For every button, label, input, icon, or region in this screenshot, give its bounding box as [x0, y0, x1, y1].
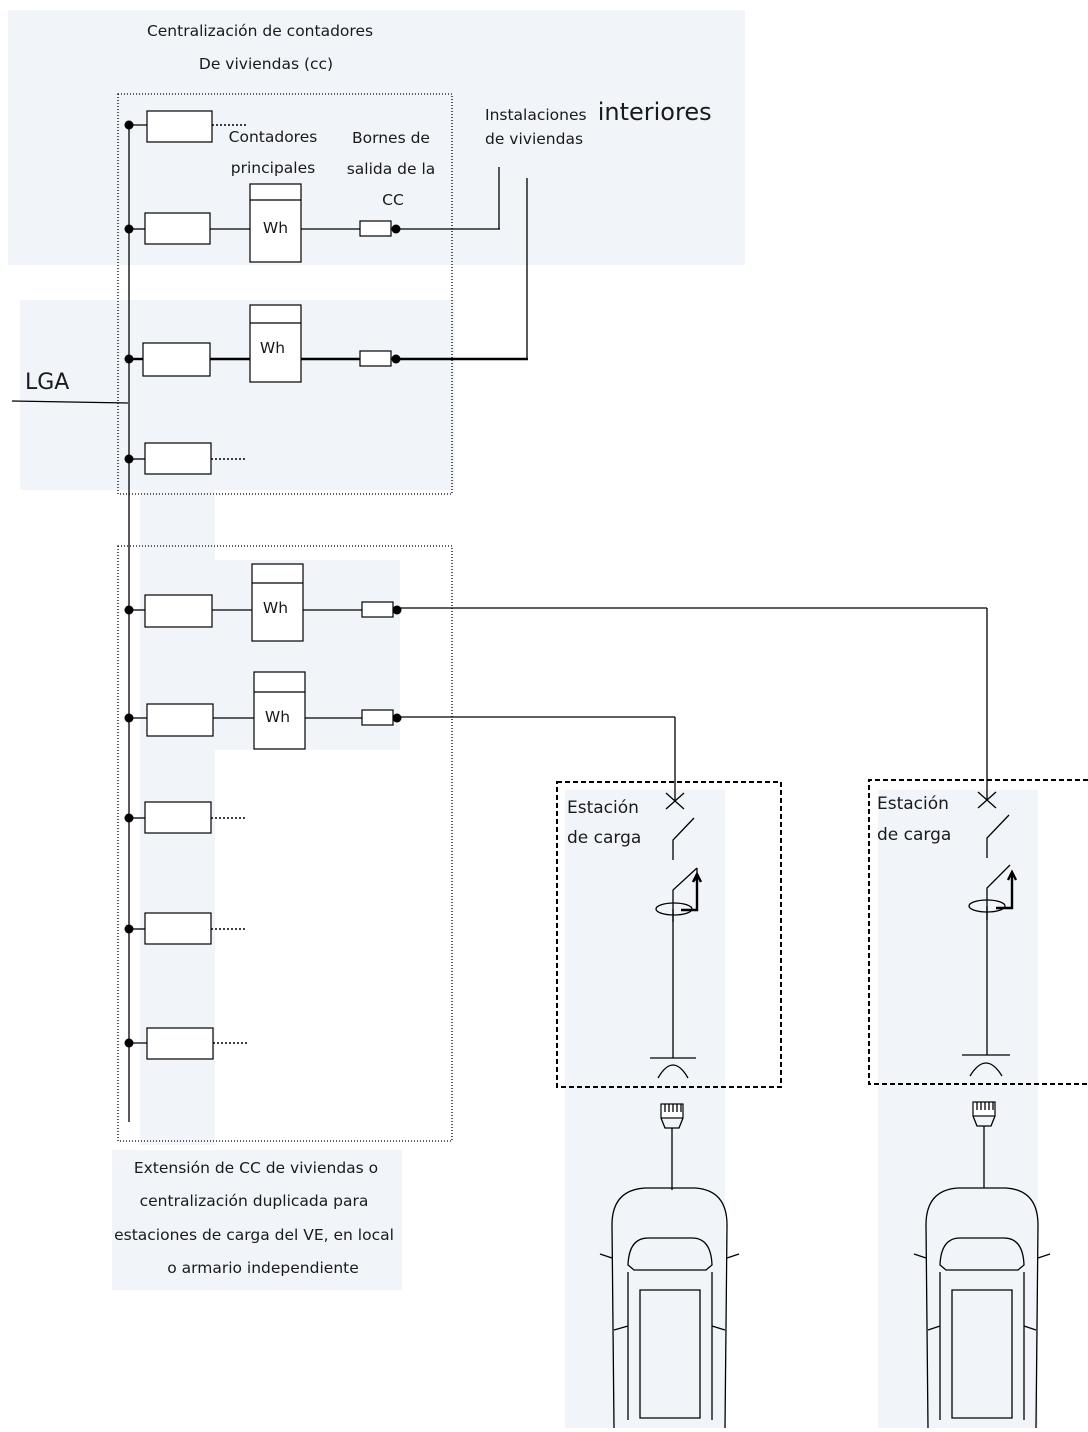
cc-title-line1: Centralización de contadores — [147, 22, 373, 40]
car-body-icon — [925, 1187, 1039, 1429]
bornes-line3: CC — [382, 191, 404, 209]
terminal-icon — [361, 709, 394, 726]
extension-caption-line1: Extensión de CC de viviendas o — [134, 1159, 378, 1177]
trip-arrow-icon — [996, 869, 1018, 910]
fuse-icon — [144, 442, 212, 475]
fuse-icon — [146, 1027, 214, 1060]
charging-station-1 — [556, 781, 782, 1088]
bornes-line1: Bornes de — [352, 129, 430, 147]
switch-icon — [986, 814, 1010, 858]
terminal-icon — [359, 350, 392, 367]
meter-icon — [249, 304, 302, 383]
bornes-line2: salida de la — [347, 160, 436, 178]
plug-icon — [660, 1103, 684, 1119]
fuse-icon — [144, 801, 212, 834]
station-1-line2: de carga — [567, 828, 641, 848]
socket-icon — [657, 1064, 689, 1079]
lga-feeder-line — [11, 400, 129, 404]
background-panels — [8, 10, 1038, 1428]
station-1-line1: Estación — [567, 798, 639, 818]
meter-icon — [249, 183, 302, 263]
interiores-title: Instalaciones interiores — [485, 98, 712, 126]
windshield-icon — [627, 1237, 713, 1271]
ve-row-2: Wh — [124, 671, 676, 800]
plug-2 — [972, 1101, 996, 1188]
cc-row-1 — [124, 110, 247, 143]
cc-viviendas-enclosure — [117, 93, 453, 495]
meter-label: Wh — [263, 599, 288, 617]
rcd-core-icon — [655, 902, 693, 916]
terminal-icon — [361, 601, 394, 618]
car-body-icon — [611, 1187, 728, 1429]
fuse-icon — [144, 594, 213, 628]
lga-label: LGA — [25, 370, 69, 395]
ve-row-5 — [124, 1027, 249, 1060]
extension-caption-line2: centralización duplicada para — [140, 1192, 369, 1210]
terminal-icon — [359, 220, 392, 237]
fuse-icon — [142, 342, 211, 377]
extension-caption-line4: o armario independiente — [167, 1259, 359, 1277]
fuse-icon — [144, 912, 212, 945]
interiores-small-text: Instalaciones — [485, 106, 587, 124]
trip-arrow-icon — [681, 871, 703, 912]
charging-station-2 — [868, 779, 1088, 1085]
cc-row-4 — [124, 442, 247, 475]
cc-row-3: Wh — [124, 178, 528, 383]
meter-label: Wh — [260, 339, 285, 357]
disconnect-cross-icon — [977, 791, 997, 809]
interiores-line2: de viviendas — [485, 130, 583, 148]
disconnect-cross-icon — [665, 792, 685, 810]
station-enclosure — [556, 781, 782, 1088]
meter-icon — [251, 563, 304, 642]
meter-label: Wh — [263, 219, 288, 237]
socket-icon — [969, 1062, 1003, 1077]
fuse-icon — [146, 110, 213, 143]
ve-row-4 — [124, 912, 245, 945]
fuse-icon — [144, 212, 211, 245]
cc-extension-enclosure — [117, 545, 453, 1142]
meter-icon — [253, 671, 306, 750]
switch-icon — [672, 817, 695, 860]
contadores-line2: principales — [231, 159, 315, 177]
interiores-big-text: interiores — [598, 98, 712, 126]
ve-row-3 — [124, 801, 247, 834]
electric-car-2 — [913, 1187, 1051, 1429]
station-2-line2: de carga — [877, 825, 951, 845]
cc-row-2: Wh — [124, 167, 500, 263]
electric-car-1 — [599, 1187, 740, 1429]
cc-title-line2: De viviendas (cc) — [199, 55, 333, 73]
meter-label: Wh — [265, 708, 290, 726]
windshield-icon — [939, 1237, 1025, 1271]
plug-icon — [972, 1101, 996, 1117]
station-enclosure — [868, 779, 1088, 1085]
extension-caption-line3: estaciones de carga del VE, en local — [114, 1226, 394, 1244]
fuse-icon — [146, 703, 214, 737]
plug-1 — [660, 1103, 684, 1190]
ve-row-1: Wh — [124, 563, 988, 800]
contadores-line1: Contadores — [229, 128, 318, 146]
station-2-line1: Estación — [877, 794, 949, 814]
